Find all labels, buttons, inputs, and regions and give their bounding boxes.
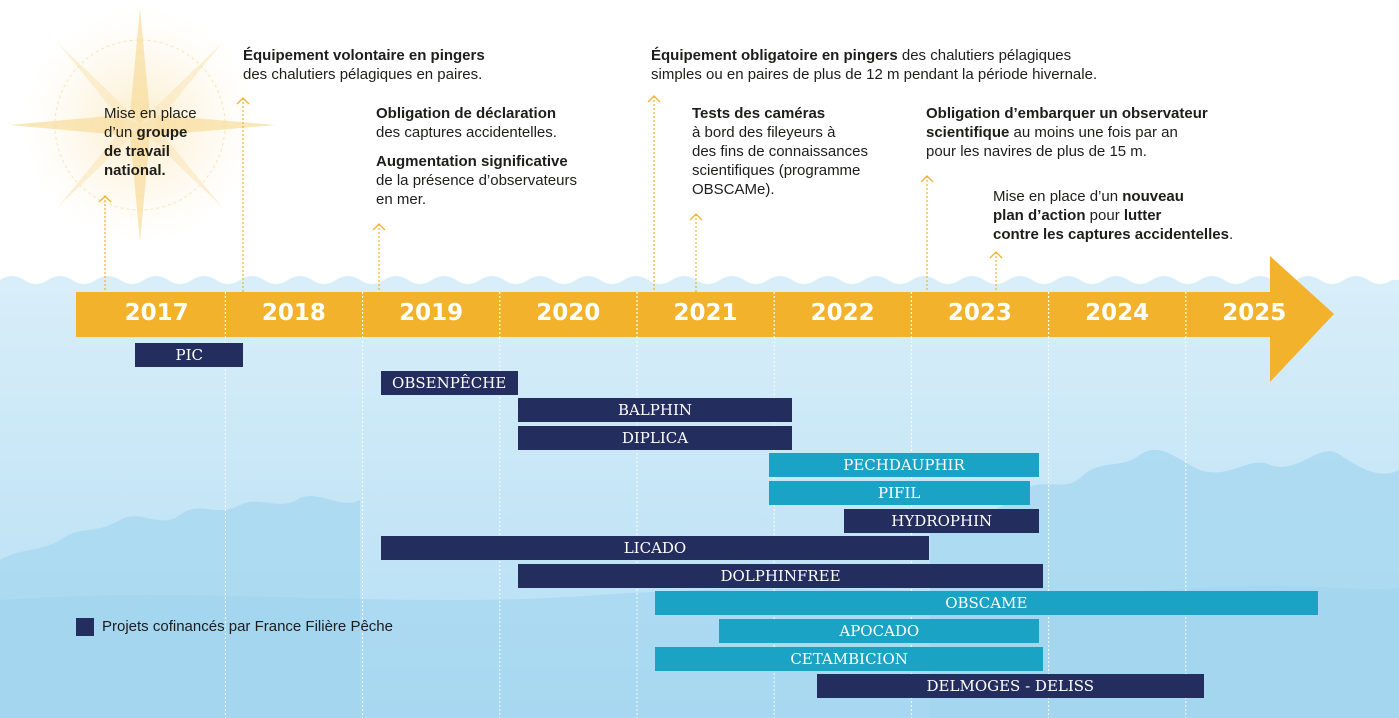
annotation-text: scientifiques (programme bbox=[692, 162, 861, 179]
annotation-line: simples ou en paires de plus de 12 m pen… bbox=[651, 65, 1097, 84]
annotation-declaration: Obligation de déclaration des captures ac… bbox=[376, 104, 557, 142]
annotation-bold-text: plan d’action bbox=[993, 207, 1086, 224]
annotation-text: . bbox=[1228, 226, 1234, 243]
annotation-pointers bbox=[98, 95, 1003, 292]
annotation-line: Augmentation significative bbox=[376, 152, 577, 171]
annotation-text: pour les navires de plus de 15 m. bbox=[926, 143, 1147, 160]
annotation-line: scientifique au moins une fois par an bbox=[926, 123, 1208, 142]
annotation-text: au moins une fois par an bbox=[1009, 124, 1178, 141]
annotation-text: des captures accidentelles. bbox=[376, 124, 557, 141]
annotation-text: des chalutiers pélagiques bbox=[897, 47, 1072, 64]
annotation-line: OBSCAMe). bbox=[692, 180, 868, 199]
annotation-bold-text: lutter bbox=[1123, 207, 1162, 224]
annotation-line: scientifiques (programme bbox=[692, 161, 868, 180]
annotation-line: Équipement obligatoire en pingers des ch… bbox=[651, 46, 1097, 65]
project-bar-obscame: OBSCAME bbox=[654, 591, 1318, 616]
annotation-line: en mer. bbox=[376, 190, 577, 209]
project-bar-licado: LICADO bbox=[380, 536, 930, 561]
year-label-2018: 2018 bbox=[261, 300, 326, 326]
annotation-text: Mise en place bbox=[104, 105, 197, 122]
annotation-bold-text: Obligation de déclaration bbox=[376, 105, 557, 122]
annotation-bold-text: Tests des caméras bbox=[692, 105, 826, 122]
annotation-text: des chalutiers pélagiques en paires. bbox=[243, 66, 483, 83]
annotation-line: pour les navires de plus de 15 m. bbox=[926, 142, 1208, 161]
project-bar-pechdauphir: PECHDAUPHIR bbox=[768, 453, 1040, 478]
annotation-bold-text: nouveau bbox=[1122, 188, 1184, 205]
annotation-line: Mise en place bbox=[104, 104, 197, 123]
year-label-2023: 2023 bbox=[947, 300, 1012, 326]
project-bar-hydrophin: HYDROPHIN bbox=[844, 508, 1040, 533]
compass-rose-icon bbox=[10, 7, 275, 243]
project-bar-pifil: PIFIL bbox=[768, 481, 1030, 505]
pointer-arrowhead bbox=[236, 97, 250, 105]
annotation-line: Équipement volontaire en pingers bbox=[243, 46, 485, 65]
year-label-2022: 2022 bbox=[810, 300, 875, 326]
annotation-bold-text: Obligation d’embarquer un observateur bbox=[926, 105, 1208, 122]
project-bar-apocado: APOCADO bbox=[719, 619, 1040, 643]
annotation-line: des chalutiers pélagiques en paires. bbox=[243, 65, 485, 84]
project-bar-obsenp-che: OBSENPÊCHE bbox=[380, 370, 518, 395]
project-bar-dolphinfree: DOLPHINFREE bbox=[517, 563, 1044, 588]
annotation-line: Mise en place d’un nouveau bbox=[993, 187, 1233, 206]
pointer-arrowhead bbox=[98, 195, 112, 203]
annotation-line: des fins de connaissances bbox=[692, 142, 868, 161]
annotation-bold-text: contre les captures accidentelles bbox=[993, 226, 1229, 243]
year-label-2017: 2017 bbox=[124, 300, 189, 326]
annotation-line: contre les captures accidentelles. bbox=[993, 225, 1233, 244]
annotation-line: de la présence d’observateurs bbox=[376, 171, 577, 190]
annotation-text: de la présence d’observateurs bbox=[376, 172, 577, 189]
annotation-bold-text: Équipement volontaire en pingers bbox=[243, 47, 485, 64]
year-label-2025: 2025 bbox=[1222, 300, 1287, 326]
project-bar-cetambicion: CETAMBICION bbox=[654, 646, 1044, 671]
pointer-arrowhead bbox=[647, 95, 661, 103]
annotation-bold-text: groupe bbox=[136, 124, 188, 141]
project-bar-delmoges-deliss: DELMOGES - DELISS bbox=[816, 674, 1204, 699]
annotation-line: d’un groupe bbox=[104, 123, 197, 142]
annotation-bold-text: Équipement obligatoire en pingers bbox=[651, 47, 898, 64]
pointer-arrowhead bbox=[372, 223, 386, 231]
annotation-bold-text: de travail bbox=[104, 143, 170, 160]
annotation-bold-text: scientifique bbox=[926, 124, 1010, 141]
annotation-line: Obligation de déclaration bbox=[376, 104, 557, 123]
annotation-text: simples ou en paires de plus de 12 m pen… bbox=[651, 66, 1098, 83]
year-label-2020: 2020 bbox=[536, 300, 601, 326]
annotation-text: pour bbox=[1085, 207, 1124, 224]
annotation-text: des fins de connaissances bbox=[692, 143, 868, 160]
pointer-arrowhead bbox=[989, 251, 1003, 259]
annotation-cameras: Tests des caméras à bord des fileyeurs à d… bbox=[692, 104, 868, 199]
annotation-text: à bord des fileyeurs à bbox=[692, 124, 836, 141]
timeline-arrow bbox=[76, 256, 1334, 382]
annotation-text: en mer. bbox=[376, 191, 427, 208]
annotation-line: national. bbox=[104, 161, 197, 180]
legend-label: Projets cofinancés par France Filière Pê… bbox=[102, 618, 393, 635]
project-bar-pic: PIC bbox=[135, 343, 244, 367]
annotation-bold-text: Augmentation significative bbox=[376, 153, 568, 170]
project-bar-balphin: BALPHIN bbox=[517, 398, 793, 423]
year-label-2024: 2024 bbox=[1085, 300, 1150, 326]
annotation-pingers-obligatoire: Équipement obligatoire en pingers des ch… bbox=[651, 46, 1097, 84]
year-label-2019: 2019 bbox=[399, 300, 464, 326]
annotation-bold-text: national. bbox=[104, 162, 166, 179]
annotation-line: à bord des fileyeurs à bbox=[692, 123, 868, 142]
annotation-text: Mise en place d’un bbox=[993, 188, 1123, 205]
legend-swatch bbox=[76, 618, 94, 636]
annotation-line: Tests des caméras bbox=[692, 104, 868, 123]
annotation-line: de travail bbox=[104, 142, 197, 161]
annotation-observateurs: Augmentation significative de la présence… bbox=[376, 152, 577, 209]
annotation-line: Obligation d’embarquer un observateur bbox=[926, 104, 1208, 123]
annotation-pingers-volontaire: Équipement volontaire en pingers des chal… bbox=[243, 46, 485, 84]
year-label-2021: 2021 bbox=[673, 300, 738, 326]
pointer-arrowhead bbox=[689, 213, 703, 221]
annotation-line: plan d’action pour lutter bbox=[993, 206, 1233, 225]
annotation-line: des captures accidentelles. bbox=[376, 123, 557, 142]
annotation-text: OBSCAMe). bbox=[692, 181, 775, 198]
arrow-year-separators bbox=[224, 292, 1187, 337]
pointer-arrowhead bbox=[920, 175, 934, 183]
project-bar-diplica: DIPLICA bbox=[517, 425, 793, 450]
annotation-text: d’un bbox=[104, 124, 137, 141]
